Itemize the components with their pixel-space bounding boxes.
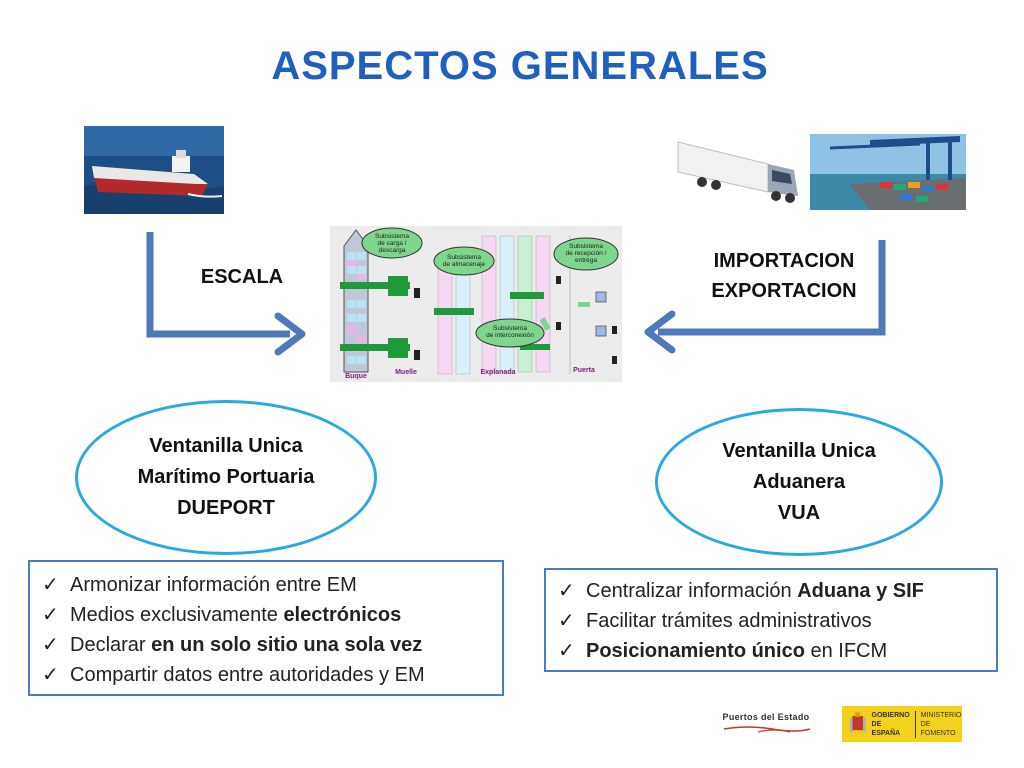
list-item: ✓Posicionamiento único en IFCM [558,636,996,666]
list-item: ✓Declarar en un solo sitio una sola vez [42,630,502,660]
dueport-objectives-box: ✓Armonizar información entre EM ✓Medios … [28,560,504,696]
list-item: ✓Armonizar información entre EM [42,570,502,600]
dueport-oval: Ventanilla Unica Marítimo Portuaria DUEP… [75,400,377,555]
page-title: ASPECTOS GENERALES [271,44,769,88]
vua-line-3: VUA [777,501,821,524]
list-item: ✓Medios exclusivamente electrónicos [42,600,502,630]
check-mark-icon: ✓ [558,610,575,632]
vua-line-1: Ventanilla Unica [722,439,876,462]
container-port-photo [810,134,966,210]
check-mark-icon: ✓ [558,580,575,602]
dueport-line-1: Ventanilla Unica [149,435,303,457]
puertos-del-estado-logo: Puertos del Estado [718,712,814,736]
vua-objectives-box: ✓Centralizar información Aduana y SIF ✓F… [544,568,998,672]
left-arrow [146,232,306,356]
vua-line-2: Aduanera [752,470,846,493]
dueport-line-3: DUEPORT [177,497,275,519]
zone-puerta-label: Puerta [573,367,595,374]
escala-label: ESCALA [200,266,284,288]
zone-explanada-label: Explanada [480,369,515,376]
importacion-text: IMPORTACION [713,250,855,272]
zone-muelle-label: Muelle [395,369,417,376]
ship-photo [84,126,224,214]
check-mark-icon: ✓ [42,664,59,686]
list-item: ✓Compartir datos entre autoridades y EM [42,660,502,690]
gobierno-espana-logo: GOBIERNO DE ESPAÑA MINISTERIO DE FOMENTO [842,706,962,742]
coat-of-arms-icon [849,712,866,732]
truck-photo [672,134,804,210]
exportacion-text: EXPORTACION [711,280,857,302]
check-mark-icon: ✓ [42,574,59,596]
check-mark-icon: ✓ [42,604,59,626]
zone-buque-label: Buque [345,373,367,380]
dueport-line-2: Marítimo Portuaria [137,466,315,488]
right-arrow [644,240,886,354]
check-mark-icon: ✓ [558,640,575,662]
vua-oval: Ventanilla Unica Aduanera VUA [655,408,943,556]
import-export-label: IMPORTACION EXPORTACION [700,246,868,306]
list-item: ✓Centralizar información Aduana y SIF [558,576,996,606]
list-item: ✓Facilitar trámites administrativos [558,606,996,636]
check-mark-icon: ✓ [42,634,59,656]
